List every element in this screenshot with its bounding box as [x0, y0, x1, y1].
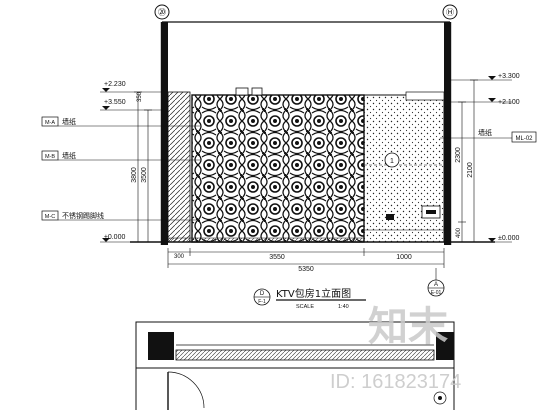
- section-marker-bottom: E-01: [431, 290, 442, 296]
- section-marker: A E-01: [427, 268, 445, 297]
- dim-left-top: 350: [137, 91, 143, 102]
- callout-right: 墙纸 ML-02: [440, 128, 537, 143]
- dim-right-top: 2300: [455, 147, 462, 163]
- scale-value: 1:40: [338, 304, 349, 310]
- callout-right-text: 墙纸: [478, 128, 492, 137]
- dim-bottom-total: 5350: [298, 266, 314, 273]
- title-marker-top: D: [260, 291, 265, 297]
- grid-mark-right: Ⓗ: [446, 8, 454, 17]
- watermark-brand: 知末: [368, 305, 448, 349]
- dim-right-total: 2100: [467, 162, 474, 178]
- detail-circle-marker: [384, 152, 400, 168]
- drawing-title-block: D F-1 KTV包房1立面图 SCALE 1:40: [253, 287, 366, 310]
- dims-left: 3800 3500 350: [131, 91, 152, 242]
- section-marker-top: A: [434, 282, 438, 288]
- level-markers-left: +2.230 +3.550 ±0.000: [100, 81, 162, 243]
- plan-view: [135, 321, 455, 410]
- level-right-1: +3.300: [498, 73, 520, 80]
- dotted-wall-panel: [363, 94, 445, 243]
- callout-left-tag-2: M-B: [45, 154, 55, 160]
- dim-bottom-seg1: 300: [174, 254, 185, 260]
- callouts-left: M-A 墙纸 M-B 墙纸 M-C 不锈钢踢脚线: [41, 116, 200, 221]
- callout-left-text-3: 不锈钢踢脚线: [62, 211, 104, 220]
- grid-mark-left: ⑳: [158, 8, 166, 17]
- hatched-pilaster: [167, 91, 191, 243]
- callout-left-text-1: 墙纸: [62, 117, 76, 126]
- level-left-1: +2.230: [104, 81, 126, 88]
- callout-left-tag-1: M-A: [45, 120, 55, 126]
- watermark: 知末 ID: 161823174: [330, 305, 461, 393]
- plan-column-right: [436, 332, 454, 360]
- dim-right-bottom: 400: [456, 227, 462, 238]
- drawing-title: KTV包房1立面图: [276, 287, 351, 300]
- level-right-2: +2.100: [498, 99, 520, 106]
- dim-left-outer: 3800: [131, 167, 138, 183]
- level-right-3: ±0.000: [498, 235, 519, 242]
- dim-left-inner: 3500: [141, 167, 148, 183]
- dim-bottom-seg2: 3550: [269, 254, 285, 261]
- callout-right-tag: ML-02: [515, 136, 533, 142]
- title-marker-bottom: F-1: [258, 299, 266, 305]
- scale-label: SCALE: [296, 304, 314, 310]
- level-left-3: ±0.000: [104, 234, 125, 241]
- ornamental-wallpaper-panel: [191, 94, 365, 243]
- dim-bottom-seg3: 1000: [396, 254, 412, 261]
- door-swing: [167, 371, 205, 409]
- detail-circle-label: 1: [390, 158, 394, 165]
- callout-left-text-2: 墙纸: [62, 151, 76, 160]
- plan-wall-band: [175, 349, 435, 361]
- callout-left-tag-3: M-C: [45, 214, 55, 220]
- dims-right: 2300 2100 400: [455, 79, 478, 242]
- watermark-id: ID: 161823174: [330, 371, 461, 393]
- plan-column-left: [148, 332, 174, 360]
- level-left-2: +3.550: [104, 99, 126, 106]
- dims-bottom: 300 3550 1000 5350: [167, 248, 445, 273]
- elevation: ⑳ Ⓗ 1: [41, 4, 537, 310]
